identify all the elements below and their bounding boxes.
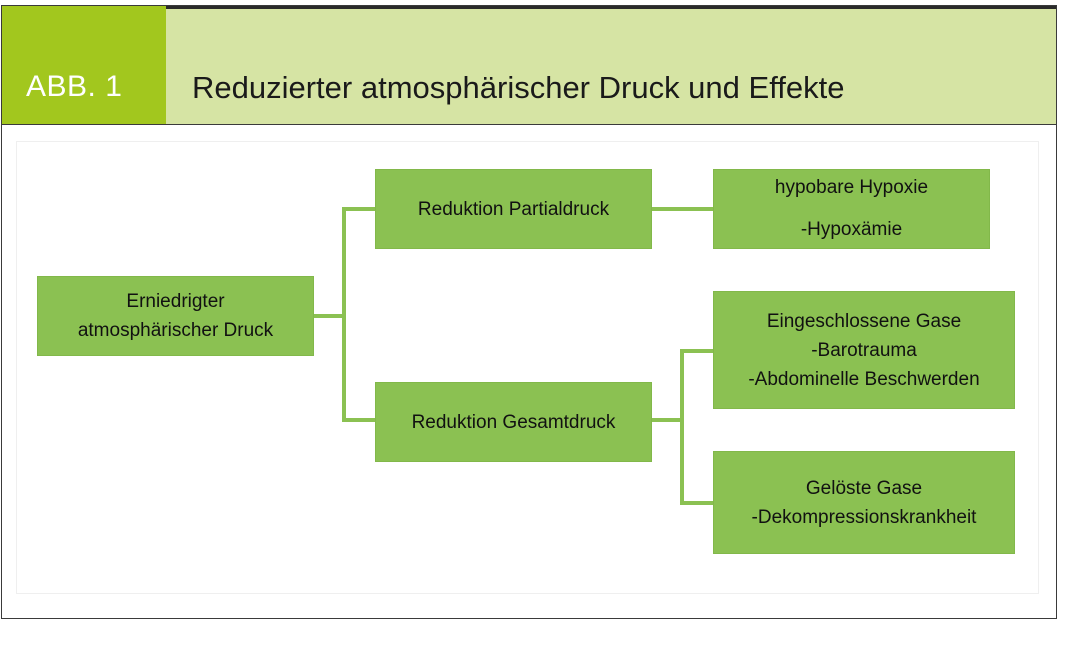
node-reduktion-partialdruck: Reduktion Partialdruck: [376, 170, 651, 248]
connector-to-trapped-gases: [680, 349, 714, 353]
node-root-line1: Erniedrigter: [126, 291, 225, 312]
figure-label: ABB. 1: [26, 70, 123, 103]
connector-total-stub: [651, 418, 682, 422]
connector-leaf-vertical: [680, 349, 684, 505]
node-reduktion-gesamtdruck: Reduktion Gesamtdruck: [376, 383, 651, 461]
node-eingeschlossene-gase-line2: -Barotrauma: [811, 339, 917, 361]
header-top-border: [2, 6, 1056, 9]
node-eingeschlossene-gase-line3: -Abdominelle Beschwerden: [748, 368, 980, 390]
figure-header: ABB. 1 Reduzierter atmosphärischer Druck…: [2, 6, 1056, 125]
node-geloeste-gase-line1: Gelöste Gase: [805, 477, 923, 499]
connector-partial-to-hypoxia: [651, 207, 714, 211]
node-root-line2: atmosphärischer Druck: [77, 320, 274, 341]
node-root: Erniedrigter atmosphärischer Druck: [38, 277, 313, 355]
connector-root-stub: [313, 314, 344, 318]
node-hypobare-hypoxie-line1: hypobare Hypoxie: [774, 177, 929, 198]
connector-to-total: [342, 418, 376, 422]
connector-to-dissolved-gases: [680, 501, 714, 505]
node-eingeschlossene-gase-line1: Eingeschlossene Gase: [766, 310, 962, 332]
node-geloeste-gase: Gelöste Gase -Dekompressionskrankheit: [714, 452, 1014, 553]
figure-label-box: ABB. 1: [2, 6, 166, 124]
node-geloeste-gase-line2: -Dekompressionskrankheit: [751, 506, 977, 528]
node-hypobare-hypoxie: hypobare Hypoxie -Hypoxämie: [714, 170, 989, 248]
node-eingeschlossene-gase: Eingeschlossene Gase -Barotrauma -Abdomi…: [714, 292, 1014, 408]
connector-to-partial: [342, 207, 376, 211]
node-reduktion-gesamtdruck-label: Reduktion Gesamtdruck: [411, 411, 616, 433]
connector-branch-vertical: [342, 207, 346, 422]
figure-title: Reduzierter atmosphärischer Druck und Ef…: [192, 70, 845, 105]
node-reduktion-partialdruck-label: Reduktion Partialdruck: [417, 198, 610, 220]
node-hypobare-hypoxie-line2: -Hypoxämie: [800, 219, 903, 240]
